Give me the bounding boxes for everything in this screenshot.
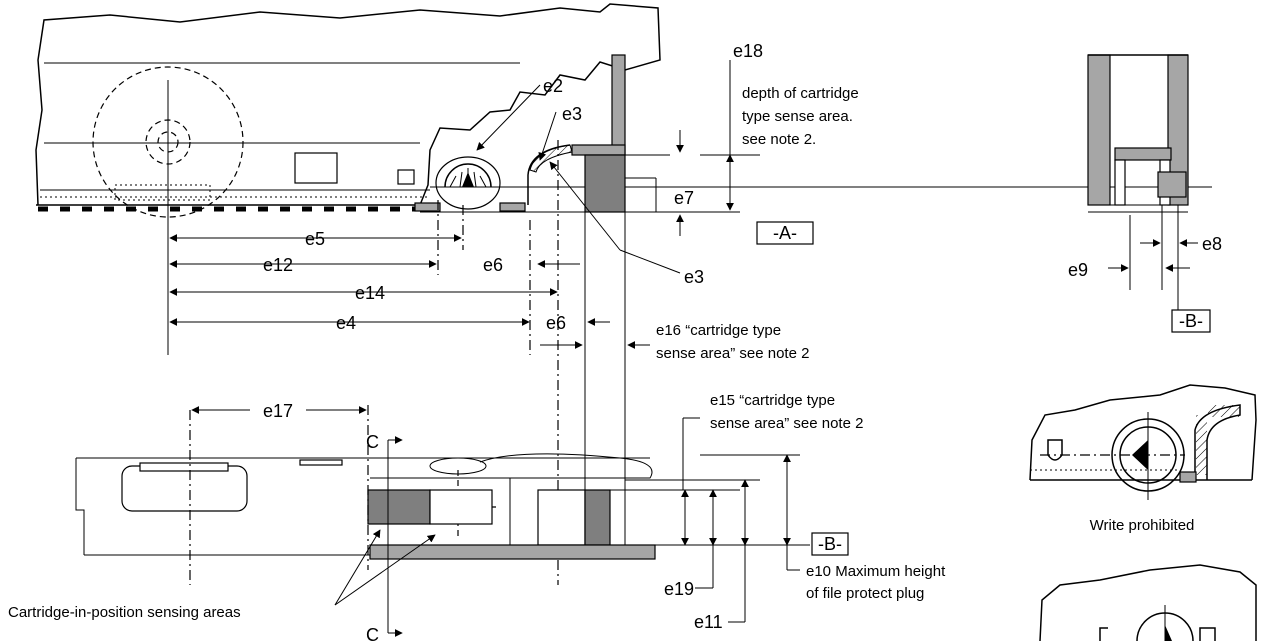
write-prohibited-inset [1029,384,1257,500]
label-e3-bottom: e3 [684,267,704,287]
window-rect [294,152,338,184]
small-block-left [397,169,415,185]
end-view-plug-top [1114,147,1172,161]
label-e8: e8 [1202,234,1222,254]
label-e12: e12 [263,255,293,275]
foot-left [414,202,441,212]
section-c-top-label: C [366,432,379,452]
section-c-bottom-label: C [366,625,379,641]
plug-cap [571,144,626,156]
foot-right [499,202,526,212]
label-e11: e11 [694,612,723,632]
bottom-grey-plate [369,544,656,560]
inset-dial-pointer [1132,440,1148,470]
sensing-area-left [367,489,431,525]
e18-note-line2: type sense area. [742,108,853,125]
reel-dashed-circle [92,66,244,218]
second-inset-partial [1039,564,1257,641]
reel-dotted-rect [114,184,211,201]
bottom-curve [370,453,653,479]
leader-e3-bottom-tail [619,249,681,274]
end-view [1087,54,1189,310]
end-view-sense [1157,171,1187,198]
sensing-leader-2 [334,534,436,606]
e16-line1: e16 “cartridge type [656,322,781,339]
dial-arc [444,163,492,188]
write-prohibited-caption: Write prohibited [1090,517,1195,534]
top-section-view [35,3,1212,585]
label-e3-top: e3 [562,104,582,124]
label-e2: e2 [543,76,563,96]
vertical-plug-top [611,54,626,156]
label-e19: e19 [664,579,694,599]
e15-line1: e15 “cartridge type [710,392,835,409]
bottom-slot [299,459,343,466]
end-view-left-wall [1087,54,1111,206]
bottom-left-edge [75,458,85,555]
e16-line2: sense area” see note 2 [656,345,809,362]
cartridge-outline-top [35,3,661,206]
datum-b-right-box [1171,309,1211,333]
inset-foot [1179,471,1197,483]
sensing-areas-caption: Cartridge-in-position sensing areas [8,604,241,621]
sense-block-top [584,154,626,213]
label-e6-a: e6 [483,255,503,275]
datum-b-right-label: -B- [1179,311,1203,331]
datum-a-label: -A- [773,223,797,243]
leader-e2 [476,84,541,151]
leader-e3-top [538,111,557,161]
bottom-rect-right [537,489,586,546]
bottom-window [121,465,248,512]
label-e17: e17 [263,401,293,421]
datum-a-box [756,221,814,245]
datum-b-bottom-box [811,532,849,556]
label-e6-b: e6 [546,313,566,333]
bottom-rect-mid [429,489,493,525]
e10-line2: of file protect plug [806,585,924,602]
e10-line1: e10 Maximum height [806,563,946,580]
e18-note-line3: see note 2. [742,131,816,148]
e15-line2: sense area” see note 2 [710,415,863,432]
leader-e3-bottom [549,161,621,251]
bottom-plan-view [75,405,810,585]
bottom-window-lip [139,462,229,472]
e18-note-line1: depth of cartridge [742,85,859,102]
label-e5: e5 [305,229,325,249]
label-e7: e7 [674,188,694,208]
label-e14: e14 [355,283,385,303]
e17-label-bg [250,398,306,422]
inset-peg [1047,439,1063,461]
datum-b-bottom-label: -B- [818,534,842,554]
dial-pointer [462,172,474,187]
end-view-plug-left [1114,159,1126,206]
label-e18: e18 [733,41,763,61]
sense-block-bottom [584,489,611,546]
sensing-leader-1 [334,529,381,606]
label-e4: e4 [336,313,356,333]
label-e9: e9 [1068,260,1088,280]
